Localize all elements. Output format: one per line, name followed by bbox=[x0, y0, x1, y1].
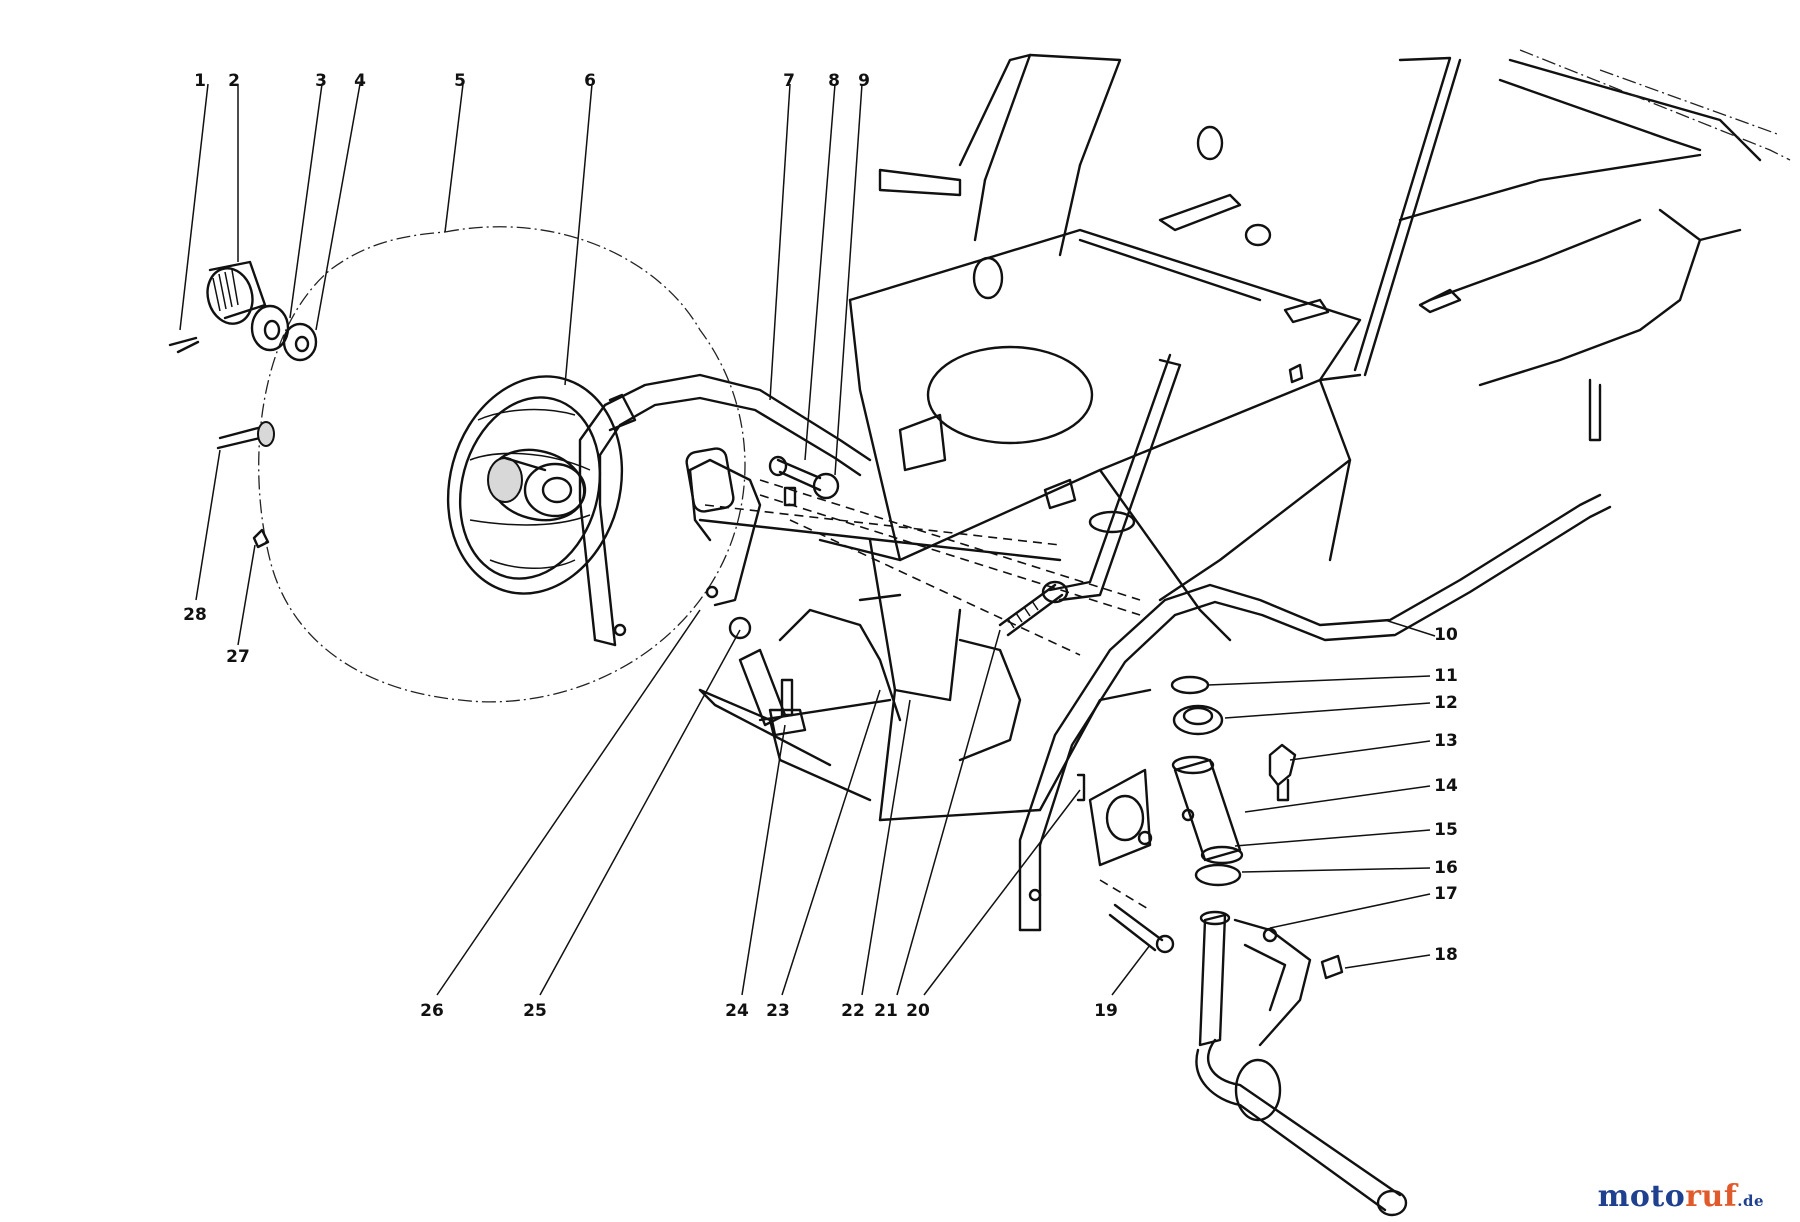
steering-drag-link bbox=[578, 373, 872, 647]
watermark-tld: .de bbox=[1737, 1192, 1764, 1210]
tractor-frame bbox=[698, 49, 1791, 822]
callout-23: 23 bbox=[766, 1001, 790, 1021]
callout-22: 22 bbox=[841, 1001, 865, 1021]
callout-20: 20 bbox=[906, 1001, 930, 1021]
tie-rod-assembly bbox=[698, 353, 1182, 722]
callout-24: 24 bbox=[725, 1001, 749, 1021]
callout-26: 26 bbox=[420, 1001, 444, 1021]
leader-lines bbox=[179, 83, 1436, 996]
callout-27: 27 bbox=[226, 647, 250, 667]
right-spindle-parts bbox=[1076, 675, 1408, 1217]
callout-21: 21 bbox=[874, 1001, 898, 1021]
watermark-brand-main: moto bbox=[1597, 1179, 1686, 1214]
callout-13: 13 bbox=[1434, 731, 1458, 751]
callout-labels: 1 2 3 4 5 6 7 8 9 10 11 12 13 14 15 16 1… bbox=[183, 71, 1458, 1021]
hub-parts bbox=[168, 260, 318, 362]
callout-16: 16 bbox=[1434, 858, 1458, 878]
threaded-stud bbox=[998, 580, 1069, 637]
callout-18: 18 bbox=[1434, 945, 1458, 965]
front-tire bbox=[258, 226, 746, 703]
spindle-bracket-left bbox=[685, 447, 807, 737]
callout-14: 14 bbox=[1434, 776, 1458, 796]
callout-4: 4 bbox=[354, 71, 366, 91]
callout-2: 2 bbox=[228, 71, 240, 91]
callout-15: 15 bbox=[1434, 820, 1458, 840]
callout-7: 7 bbox=[783, 71, 795, 91]
callout-17: 17 bbox=[1434, 884, 1458, 904]
callout-1: 1 bbox=[194, 71, 206, 91]
watermark-brand-accent: ruf bbox=[1685, 1179, 1738, 1214]
callout-6: 6 bbox=[584, 71, 596, 91]
valve-stem bbox=[216, 421, 275, 549]
wheel-rim bbox=[446, 375, 624, 595]
front-axle-beam bbox=[1018, 493, 1612, 932]
callout-9: 9 bbox=[858, 71, 870, 91]
callout-12: 12 bbox=[1434, 693, 1458, 713]
callout-5: 5 bbox=[454, 71, 466, 91]
callout-19: 19 bbox=[1094, 1001, 1118, 1021]
callout-11: 11 bbox=[1434, 666, 1458, 686]
callout-8: 8 bbox=[828, 71, 840, 91]
watermark-logo: motoruf.de bbox=[1598, 1179, 1764, 1214]
callout-3: 3 bbox=[315, 71, 327, 91]
callout-25: 25 bbox=[523, 1001, 547, 1021]
callout-10: 10 bbox=[1434, 625, 1458, 645]
callout-28: 28 bbox=[183, 605, 207, 625]
steering-rod-end bbox=[768, 455, 840, 507]
